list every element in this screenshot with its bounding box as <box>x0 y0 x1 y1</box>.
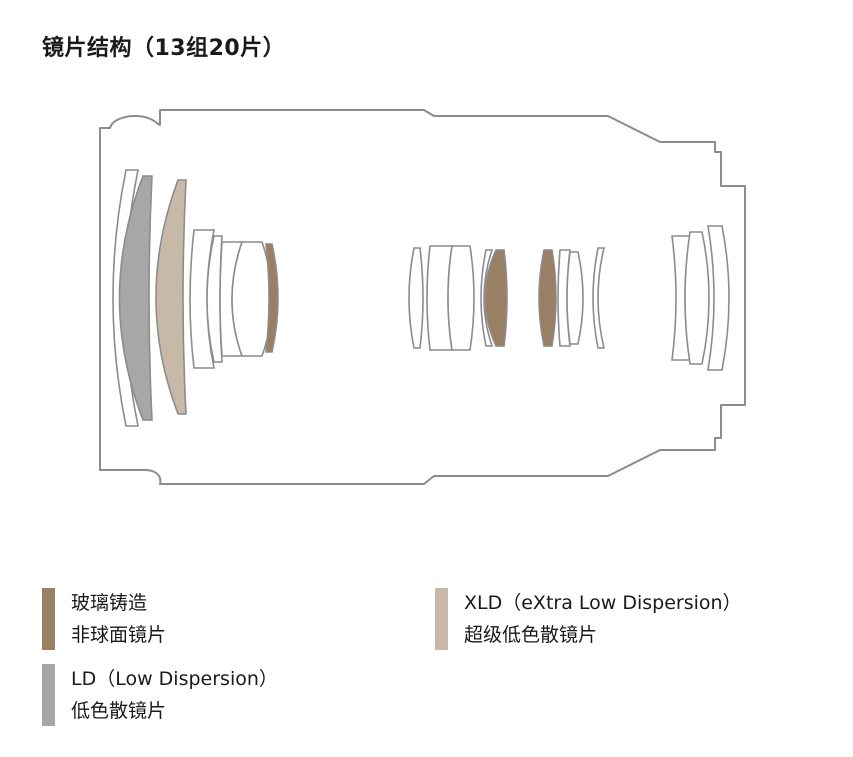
diagram-title: 镜片结构（13组20片） <box>42 36 286 61</box>
lens-element-19 <box>684 231 710 365</box>
legend-label-line2: 超级低色散镜片 <box>464 624 598 646</box>
legend-item-xld: XLD（eXtra Low Dispersion） 超级低色散镜片 <box>435 588 742 650</box>
legend-label-line1: 玻璃铸造 <box>71 592 148 614</box>
legend-swatch-ld <box>42 664 55 726</box>
legend-label-line1: XLD（eXtra Low Dispersion） <box>464 592 742 614</box>
lens-element-11 <box>447 245 475 351</box>
legend-swatch-xld <box>435 588 448 650</box>
lens-element-14-aspherical <box>538 249 557 347</box>
legend-label-line2: 低色散镜片 <box>71 700 167 722</box>
lens-element-20 <box>707 225 730 371</box>
legend-swatch-molded-aspherical <box>42 588 55 650</box>
lens-element-8-aspherical <box>265 243 279 353</box>
lens-element-12 <box>480 249 494 347</box>
legend-label-line2: 非球面镜片 <box>71 624 167 646</box>
lens-element-9 <box>408 247 424 349</box>
lens-element-2-ld <box>118 175 153 421</box>
lens-element-7 <box>231 241 273 357</box>
legend-item-ld: LD（Low Dispersion） 低色散镜片 <box>42 664 278 726</box>
lens-element-16 <box>566 251 584 345</box>
lens-construction-diagram <box>99 109 746 485</box>
lens-barrel-outline <box>99 109 746 485</box>
lens-element-3-xld <box>155 179 187 415</box>
lens-element-13-aspherical <box>484 249 508 347</box>
legend-label-line1: LD（Low Dispersion） <box>71 668 278 690</box>
lens-element-17 <box>592 247 606 349</box>
legend-item-molded-aspherical: 玻璃铸造 非球面镜片 <box>42 588 166 650</box>
